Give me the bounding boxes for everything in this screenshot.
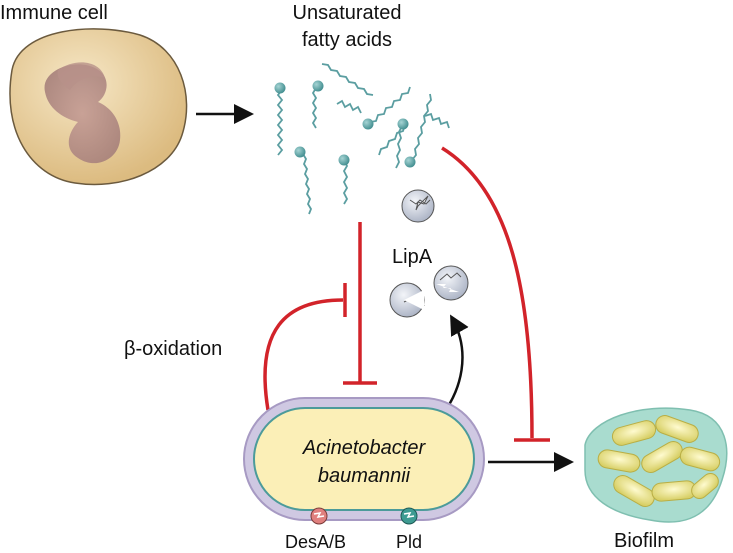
desab-enzyme	[310, 507, 328, 525]
pld-label: Pld	[396, 532, 423, 552]
bacterium-label-line2: baumannii	[317, 465, 411, 487]
fatty-acid-heads	[274, 80, 416, 168]
lipa-label: LipA	[392, 246, 433, 268]
bacterium	[243, 397, 485, 521]
fatty-acids-cluster	[276, 63, 450, 215]
inhibition-beta-oxidation	[263, 283, 347, 411]
inhibition-fatty-acids-to-bacterium	[343, 222, 377, 385]
biofilm	[584, 407, 728, 523]
desab-label: DesA/B	[285, 532, 347, 552]
biofilm-label: Biofilm	[614, 530, 675, 552]
beta-oxidation-label: β-oxidation	[124, 338, 223, 360]
fatty-acids-label-line1: Unsaturated	[292, 2, 402, 24]
fatty-acids-label-line2: fatty acids	[301, 29, 393, 51]
lipa-enzyme	[433, 265, 469, 301]
pld-enzyme	[400, 507, 418, 525]
immune-cell-label: Immune cell	[0, 2, 108, 24]
inhibition-fatty-acids-to-biofilm	[441, 146, 550, 442]
lipa-enzyme	[401, 189, 435, 223]
bacterium-label-line1: Acinetobacter	[302, 437, 426, 459]
immune-cell	[9, 28, 188, 186]
lipa-enzyme	[389, 282, 425, 318]
